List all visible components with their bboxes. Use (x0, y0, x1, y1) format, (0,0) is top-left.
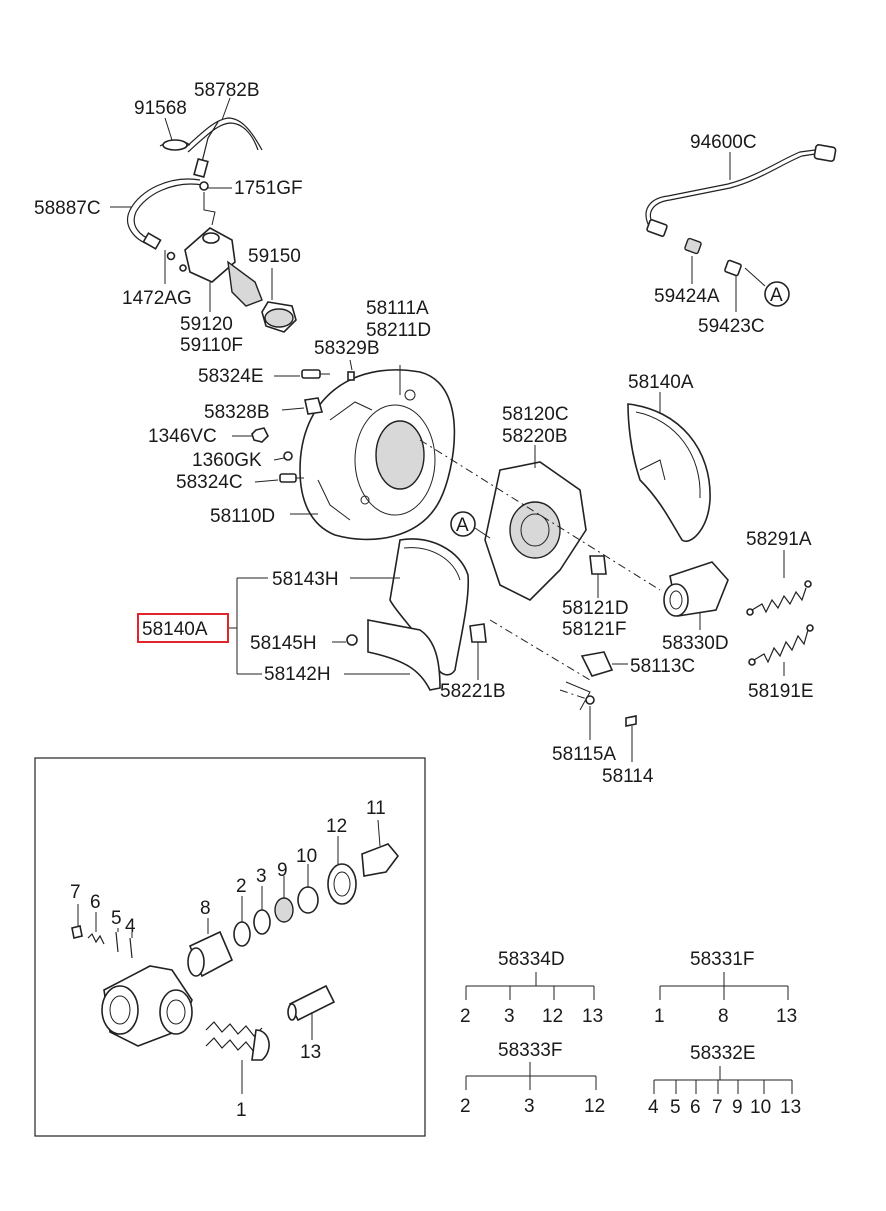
label-58324C: 58324C (176, 472, 243, 493)
kit-item: 5 (670, 1097, 681, 1118)
label-58211D: 58211D (366, 320, 431, 341)
label-91568: 91568 (134, 98, 187, 119)
label-58328B: 58328B (204, 402, 270, 423)
label-1360GK: 1360GK (192, 450, 262, 471)
ref-circle-a-plate (450, 511, 476, 537)
kit-item: 10 (750, 1097, 771, 1118)
label-1751GF: 1751GF (234, 178, 303, 199)
callout-labels: 91568 58782B 1751GF 58887C 59150 1472AG … (34, 80, 814, 787)
label-58142H: 58142H (264, 664, 331, 685)
kit-item: 2 (460, 1096, 471, 1117)
inset-frame (34, 757, 426, 1137)
kit-item: 1 (654, 1006, 665, 1027)
kit-item: 13 (582, 1006, 603, 1027)
kit-item: 8 (718, 1006, 729, 1027)
kit-item: 13 (776, 1006, 797, 1027)
inset-num-4: 4 (125, 916, 136, 937)
backing-plate (299, 365, 456, 541)
adjuster-clip (565, 651, 637, 762)
label-58291A: 58291A (746, 529, 812, 550)
label-58110D: 58110D (210, 506, 275, 527)
kit-title-58334D: 58334D (498, 949, 565, 970)
kit-title-58332E: 58332E (690, 1043, 756, 1064)
kit-item: 6 (690, 1097, 701, 1118)
label-58887C: 58887C (34, 198, 101, 219)
inset-num-13: 13 (300, 1042, 321, 1063)
backing-plate-hardware (232, 359, 355, 515)
wheel-cylinder (663, 561, 729, 630)
label-58115A: 58115A (552, 744, 616, 765)
kit-item: 3 (504, 1006, 515, 1027)
kit-item: 12 (542, 1006, 563, 1027)
label-58143H: 58143H (272, 569, 339, 590)
spring-58191E (748, 624, 814, 676)
label-58329B: 58329B (314, 338, 380, 359)
inset-num-3: 3 (256, 866, 267, 887)
inset-num-5: 5 (111, 908, 122, 929)
label-58330D: 58330D (662, 633, 729, 654)
kit-tree-58334D: 58334D 2 3 12 13 (460, 949, 603, 1027)
kit-item: 12 (584, 1096, 605, 1117)
label-58145H: 58145H (250, 633, 317, 654)
label-ref-a-sensor: A (770, 285, 783, 306)
label-58220B: 58220B (502, 426, 568, 447)
inset-num-9: 9 (277, 860, 288, 881)
kit-item: 4 (648, 1097, 659, 1118)
label-58113C: 58113C (630, 656, 695, 677)
label-58782B: 58782B (194, 80, 260, 101)
abs-sensor-assembly (645, 144, 837, 312)
label-58324E: 58324E (198, 366, 264, 387)
inset-num-11: 11 (366, 798, 386, 819)
highlight-box-58140A (137, 613, 229, 643)
inset-num-10: 10 (296, 846, 317, 867)
label-58111A: 58111A (366, 298, 429, 319)
label-58121D: 58121D (562, 598, 629, 619)
upper-brake-shoe (627, 392, 711, 542)
label-59120: 59120 (180, 314, 233, 335)
inset-num-8: 8 (200, 898, 211, 919)
inset-num-7: 7 (70, 882, 81, 903)
label-ref-a-plate: A (456, 515, 469, 536)
label-59110F: 59110F (180, 335, 243, 356)
label-1472AG: 1472AG (122, 288, 192, 309)
inset-num-12: 12 (326, 816, 347, 837)
inset-num-6: 6 (90, 892, 101, 913)
label-59424A: 59424A (654, 286, 720, 307)
anchor-plate (450, 445, 607, 680)
kit-item: 3 (524, 1096, 535, 1117)
kit-item: 7 (712, 1097, 723, 1118)
cable-leaders (110, 97, 273, 312)
label-58120C: 58120C (502, 404, 569, 425)
kit-item: 13 (780, 1097, 801, 1118)
label-58221B: 58221B (440, 681, 506, 702)
inset-num-2: 2 (236, 876, 247, 897)
label-58140A-set: 58140A (142, 619, 208, 640)
kit-item: 2 (460, 1006, 471, 1027)
label-58191E: 58191E (748, 681, 814, 702)
label-58140A-shoe: 58140A (628, 372, 694, 393)
center-dash-lines (419, 439, 661, 701)
callout-bracket-58140A (137, 577, 410, 675)
shoe-lining-set (332, 538, 470, 691)
label-58114: 58114 (602, 766, 654, 787)
label-59150: 59150 (248, 246, 301, 267)
kit-tree-58331F: 58331F 1 8 13 (654, 949, 797, 1027)
inset-exploded-view: 7 6 5 4 8 2 3 9 10 12 11 13 1 (34, 757, 426, 1137)
kit-tree-58332E: 58332E 4 5 6 7 9 10 13 (648, 1043, 801, 1118)
label-1346VC: 1346VC (148, 426, 217, 447)
spring-58291A (746, 550, 812, 616)
ref-circle-a-sensor (764, 281, 790, 307)
cable-assembly (127, 117, 297, 333)
kit-title-58333F: 58333F (498, 1040, 562, 1061)
kit-tree-58333F: 58333F 2 3 12 (460, 1040, 605, 1117)
kit-title-58331F: 58331F (690, 949, 754, 970)
label-94600C: 94600C (690, 132, 757, 153)
inset-num-1: 1 (236, 1100, 247, 1121)
label-58121F: 58121F (562, 619, 626, 640)
label-59423C: 59423C (698, 316, 765, 337)
kit-item: 9 (732, 1097, 743, 1118)
